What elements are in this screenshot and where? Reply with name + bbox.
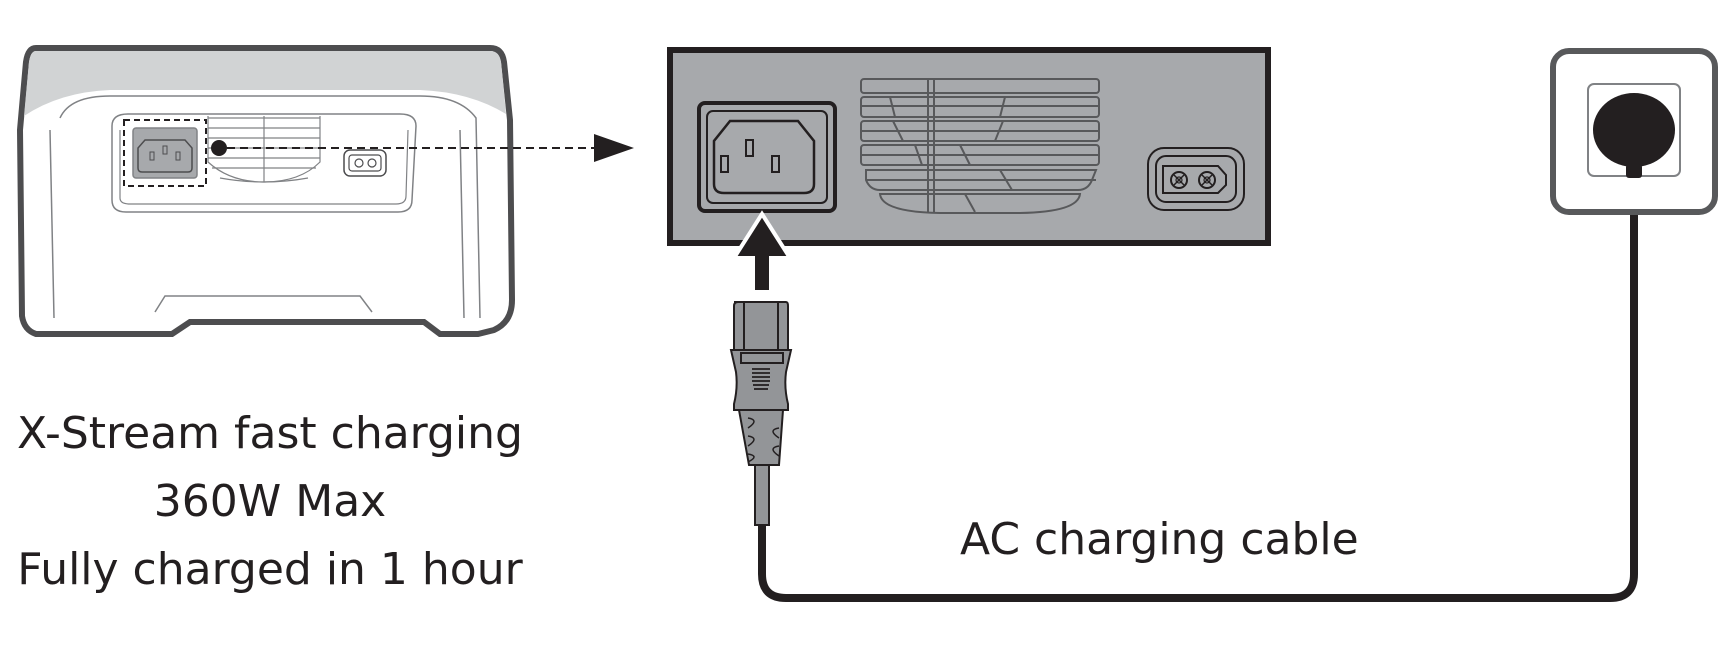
cable-label: AC charging cable	[960, 514, 1359, 565]
ac-input-port	[697, 101, 837, 213]
fan-grille	[860, 78, 1100, 214]
power-station-top	[24, 51, 506, 116]
pointer-dot	[211, 140, 227, 156]
detail-panel	[667, 47, 1271, 290]
arrow-right-icon	[594, 134, 634, 162]
wall-plug-icon	[1593, 93, 1675, 167]
caption-line-2: 360W Max	[153, 476, 387, 527]
power-station	[16, 45, 634, 337]
wall-outlet	[1550, 48, 1718, 215]
caption-line-1: X-Stream fast charging	[17, 408, 523, 459]
caption-line-3: Fully charged in 1 hour	[17, 544, 523, 595]
dc-input-port	[1147, 147, 1245, 211]
port-highlight-box	[123, 119, 207, 187]
device-caption: X-Stream fast charging 360W Max Fully ch…	[0, 400, 540, 604]
power-station-fan-grille	[207, 116, 321, 183]
iec-plug	[729, 301, 793, 526]
power-station-dc-port	[343, 149, 387, 177]
ac-charging-cable	[758, 186, 1638, 602]
